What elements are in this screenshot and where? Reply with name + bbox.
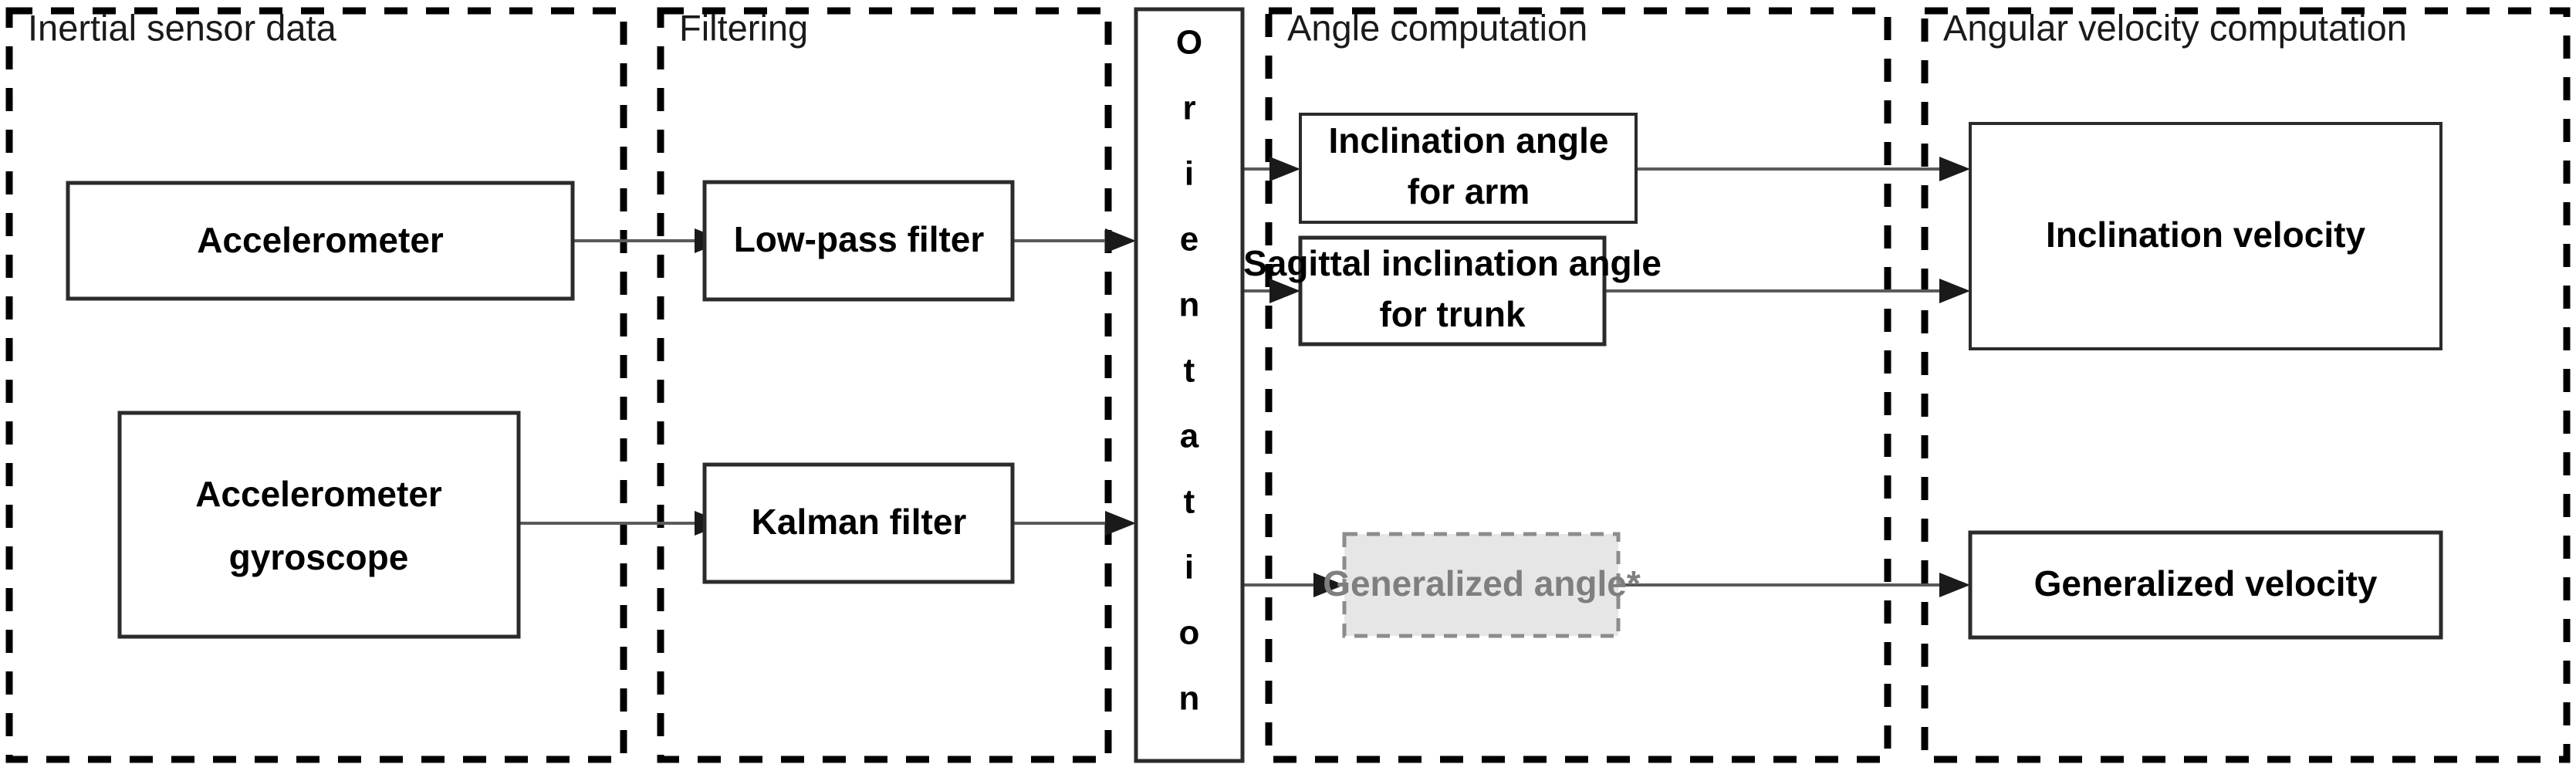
panel-title-inertial-sensor-data: Inertial sensor data <box>28 7 337 48</box>
node-label-generalized-angle: Generalized angle* <box>1323 563 1641 604</box>
edge-sagittal-inclination-angle-trunk-to-inclination-velocity <box>1604 279 1970 303</box>
edge-orientation-to-generalized-angle <box>1242 573 1344 597</box>
orientation-letter-6: a <box>1180 418 1199 455</box>
node-box-low-pass-filter[interactable] <box>702 180 1015 302</box>
node-accelerometer-gyroscope[interactable]: Accelerometer gyroscope <box>117 411 521 639</box>
node-box-accelerometer-gyroscope[interactable] <box>117 411 521 639</box>
panel-title-filtering: Filtering <box>679 7 808 48</box>
edge-orientation-to-sagittal-inclination-angle-trunk <box>1242 279 1300 303</box>
node-low-pass-filter[interactable]: Low-pass filter <box>702 180 1015 302</box>
orientation-letter-10: n <box>1179 680 1200 718</box>
panel-angle-computation: Angle computation <box>1265 7 1891 763</box>
orientation-letter-3: e <box>1180 221 1198 259</box>
node-inclination-angle-arm[interactable]: Inclination angle for arm <box>1299 113 1638 224</box>
node-box-generalized-velocity[interactable] <box>1968 530 2443 640</box>
node-box-generalized-angle[interactable] <box>1342 532 1621 638</box>
node-box-kalman-filter[interactable] <box>702 462 1015 584</box>
node-label-sagittal-inclination-angle-trunk-line2: for trunk <box>1379 294 1526 334</box>
panel-filtering: Filtering <box>657 7 1112 763</box>
node-box-inclination-angle-arm[interactable] <box>1299 113 1638 224</box>
node-kalman-filter[interactable]: Kalman filter <box>702 462 1015 584</box>
node-box-accelerometer[interactable] <box>66 181 575 301</box>
edge-kalman-filter-to-orientation <box>1012 511 1136 536</box>
orientation-letter-4: n <box>1179 286 1200 324</box>
node-box-orientation[interactable] <box>1134 7 1245 763</box>
node-inclination-velocity[interactable]: Inclination velocity <box>1969 122 2442 350</box>
panel-border-filtering <box>657 7 1112 763</box>
orientation-letter-0: O <box>1176 24 1202 62</box>
edge-generalized-angle-to-generalized-velocity <box>1618 573 1970 597</box>
node-accelerometer[interactable]: Accelerometer <box>66 181 575 301</box>
node-label-generalized-velocity: Generalized velocity <box>2034 563 2378 604</box>
node-box-inclination-velocity[interactable] <box>1969 122 2442 350</box>
edge-accelerometer-to-low-pass-filter <box>573 228 725 253</box>
orientation-letter-1: r <box>1182 90 1195 127</box>
edge-low-pass-filter-to-orientation <box>1012 228 1136 253</box>
node-label-accelerometer-gyroscope-line1: Accelerometer <box>195 474 442 514</box>
node-generalized-velocity[interactable]: Generalized velocity <box>1968 530 2443 640</box>
orientation-letter-7: t <box>1184 483 1195 521</box>
orientation-letter-8: i <box>1185 549 1194 587</box>
node-label-accelerometer: Accelerometer <box>197 220 444 260</box>
node-box-sagittal-inclination-angle-trunk[interactable] <box>1298 235 1607 347</box>
panel-border-angular-velocity-computation <box>1921 7 2571 763</box>
orientation-letter-stack: O r i e n t a t i o n <box>1176 24 1202 718</box>
panel-border-inertial-sensor-data <box>5 7 627 763</box>
orientation-letter-9: o <box>1179 614 1200 652</box>
node-label-sagittal-inclination-angle-trunk-line1: Sagittal inclination angle <box>1243 243 1662 283</box>
node-orientation[interactable]: O r i e n t a t i o n <box>1134 7 1245 763</box>
node-label-inclination-angle-arm-line2: for arm <box>1408 171 1530 211</box>
node-label-inclination-angle-arm-line1: Inclination angle <box>1329 120 1609 161</box>
node-label-kalman-filter: Kalman filter <box>752 502 967 542</box>
panel-inertial-sensor-data: Inertial sensor data <box>5 7 627 763</box>
orientation-letter-2: i <box>1185 155 1194 193</box>
node-generalized-angle[interactable]: Generalized angle* <box>1323 532 1641 638</box>
panel-title-angular-velocity-computation: Angular velocity computation <box>1943 7 2407 48</box>
node-label-inclination-velocity: Inclination velocity <box>2046 215 2366 255</box>
node-label-low-pass-filter: Low-pass filter <box>734 219 985 259</box>
orientation-letter-5: t <box>1184 352 1195 390</box>
panel-border-angle-computation <box>1265 7 1891 763</box>
edge-inclination-angle-arm-to-inclination-velocity <box>1636 157 1970 181</box>
node-label-accelerometer-gyroscope-line2: gyroscope <box>229 537 409 577</box>
edge-orientation-to-inclination-angle-arm <box>1242 157 1300 181</box>
node-sagittal-inclination-angle-trunk[interactable]: Sagittal inclination angle for trunk <box>1243 235 1662 347</box>
panel-angular-velocity-computation: Angular velocity computation <box>1921 7 2571 763</box>
panel-title-angle-computation: Angle computation <box>1287 7 1587 48</box>
